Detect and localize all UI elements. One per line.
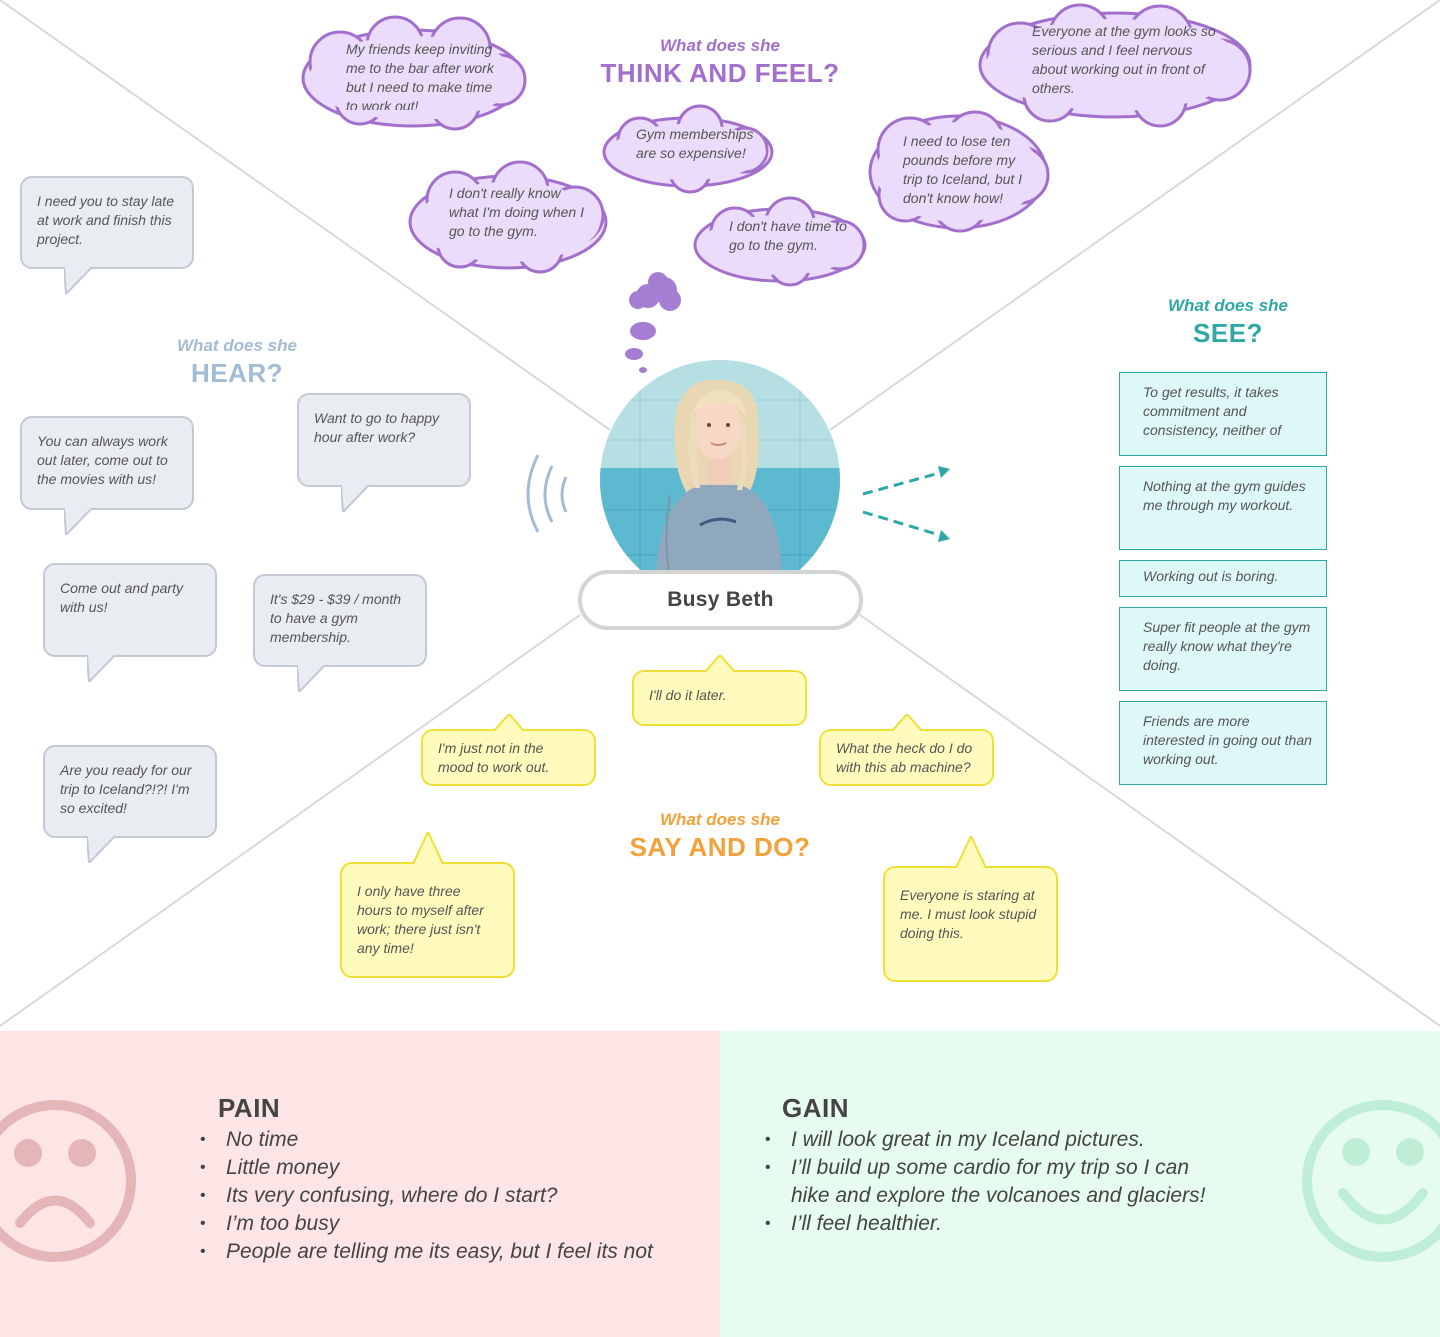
hear-bubble-2-tail xyxy=(64,508,93,535)
hear-title-big: HEAR? xyxy=(190,358,284,388)
thought-dots xyxy=(625,272,681,373)
say-bubble-1: I'll do it later. xyxy=(632,655,807,726)
happy-face-icon xyxy=(1302,1100,1440,1262)
hear-bubble-1: I need you to stay late at work and fini… xyxy=(20,176,194,294)
say-bubble-3: What the heck do I do with this ab machi… xyxy=(819,714,994,786)
see-box-2: Nothing at the gym guides me through my … xyxy=(1119,466,1327,550)
thought-cloud-5 xyxy=(868,110,1050,233)
say-bubble-1-tail xyxy=(705,655,735,672)
gain-item: I’ll build up some cardio for my trip so… xyxy=(765,1154,1225,1210)
see-title-small: What does she xyxy=(1168,296,1288,315)
thought-clouds-graphic: .cl{fill:#ebdcfb;stroke:#a26fcc;stroke-w… xyxy=(301,3,1252,373)
hear-bubble-3-text: Want to go to happy hour after work? xyxy=(314,410,440,445)
think-title-big: THINK AND FEEL? xyxy=(600,58,840,88)
say-bubble-4-text: I only have three hours to myself after … xyxy=(357,883,484,956)
say-bubble-4-tail xyxy=(413,832,443,864)
gain-title: GAIN xyxy=(782,1093,849,1123)
thought-text-6: Everyone at the gym looks so serious and… xyxy=(1032,23,1216,96)
hear-bubble-2-text: You can always work out later, come out … xyxy=(37,433,168,487)
pain-item: Little money xyxy=(200,1154,700,1182)
thought-text-3: I don't really know what I'm doing when … xyxy=(449,185,584,239)
thought-text-2: Gym memberships are so expensive! xyxy=(636,126,754,161)
persona-photo xyxy=(600,360,840,600)
hear-bubble-1-text: I need you to stay late at work and fini… xyxy=(37,193,174,247)
pain-item: People are telling me its easy, but I fe… xyxy=(200,1238,700,1266)
hear-bubble-3: Want to go to happy hour after work? xyxy=(297,393,471,512)
think-title-small: What does she xyxy=(660,36,780,55)
gain-item: I will look great in my Iceland pictures… xyxy=(765,1126,1225,1154)
thought-cloud-6 xyxy=(978,3,1252,128)
thought-text-4: I don't have time to go to the gym. xyxy=(729,218,847,253)
think-title: What does she THINK AND FEEL? xyxy=(570,36,870,89)
see-box-3: Working out is boring. xyxy=(1119,560,1327,597)
say-title-small: What does she xyxy=(660,810,780,829)
say-bubble-5: Everyone is staring at me. I must look s… xyxy=(883,836,1058,982)
persona-name: Busy Beth xyxy=(578,570,863,630)
pain-title: PAIN xyxy=(218,1093,281,1123)
see-box-4: Super fit people at the gym really know … xyxy=(1119,607,1327,691)
pain-panel: PAIN No time Little money Its very confu… xyxy=(0,1031,720,1337)
gain-item: I’ll feel healthier. xyxy=(765,1210,1225,1238)
hear-bubble-6-tail xyxy=(87,836,116,863)
quadrant-lines xyxy=(0,0,1440,1027)
hear-bubble-6: Are you ready for our trip to Iceland?!?… xyxy=(43,745,217,863)
hear-bubble-4: Come out and party with us! xyxy=(43,563,217,682)
say-bubble-2-text: I'm just not in the mood to work out. xyxy=(438,740,550,775)
gain-list: I will look great in my Iceland pictures… xyxy=(765,1126,1225,1238)
sad-face-icon xyxy=(0,1100,136,1262)
say-bubble-2-tail xyxy=(494,714,524,731)
say-bubble-4: I only have three hours to myself after … xyxy=(340,832,515,978)
thought-cloud-4 xyxy=(693,196,867,287)
hear-bubble-5-tail xyxy=(297,665,326,692)
see-title: What does she SEE? xyxy=(1128,296,1328,349)
thought-cloud-1 xyxy=(301,15,527,131)
hear-bubble-1-tail xyxy=(64,267,93,294)
hear-bubble-6-text: Are you ready for our trip to Iceland?!?… xyxy=(60,762,192,816)
thought-text-5: I need to lose ten pounds before my trip… xyxy=(903,133,1023,206)
hear-bubble-2: You can always work out later, come out … xyxy=(20,416,194,535)
say-bubble-1-text: I'll do it later. xyxy=(649,687,727,703)
say-bubble-2: I'm just not in the mood to work out. xyxy=(421,714,596,786)
see-box-5: Friends are more interested in going out… xyxy=(1119,701,1327,785)
hear-title-small: What does she xyxy=(177,336,297,355)
say-bubble-5-tail xyxy=(956,836,986,868)
gain-panel: GAIN I will look great in my Iceland pic… xyxy=(720,1031,1440,1337)
see-title-big: SEE? xyxy=(1193,318,1263,348)
see-arrows-icon xyxy=(862,466,950,542)
hear-title: What does she HEAR? xyxy=(137,336,337,389)
pain-item: I’m too busy xyxy=(200,1210,700,1238)
say-bubble-3-text: What the heck do I do with this ab machi… xyxy=(836,740,973,775)
hear-bubble-5: It's $29 - $39 / month to have a gym mem… xyxy=(253,574,427,692)
hear-bubble-4-tail xyxy=(87,655,116,682)
say-title: What does she SAY AND DO? xyxy=(570,810,870,863)
thought-cloud-2 xyxy=(602,104,774,194)
see-box-1: To get results, it takes commitment and … xyxy=(1119,372,1327,456)
pain-item: No time xyxy=(200,1126,700,1154)
pain-list: No time Little money Its very confusing,… xyxy=(200,1126,700,1266)
thought-cloud-3 xyxy=(408,160,608,274)
thought-text-1: My friends keep inviting me to the bar a… xyxy=(346,41,494,110)
sound-waves-icon xyxy=(526,454,568,533)
say-title-big: SAY AND DO? xyxy=(629,832,811,862)
pain-item: Its very confusing, where do I start? xyxy=(200,1182,700,1210)
say-bubble-3-tail xyxy=(892,714,922,731)
hear-bubble-4-text: Come out and party with us! xyxy=(60,580,183,615)
hear-bubble-3-tail xyxy=(341,485,370,512)
hear-bubble-5-text: It's $29 - $39 / month to have a gym mem… xyxy=(270,591,402,645)
say-bubble-5-text: Everyone is staring at me. I must look s… xyxy=(900,887,1037,941)
